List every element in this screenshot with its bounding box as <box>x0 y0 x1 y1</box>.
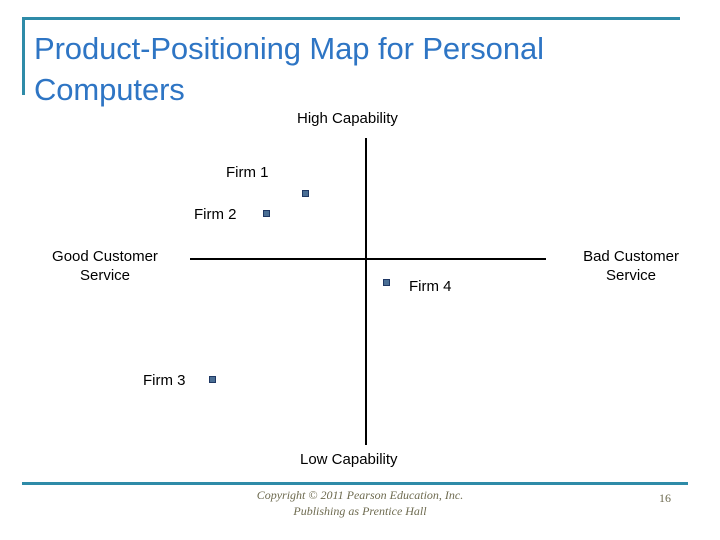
data-point-marker-firm-2 <box>263 210 270 217</box>
data-point-marker-firm-3 <box>209 376 216 383</box>
axis-label-high-capability: High Capability <box>297 110 398 127</box>
footer-page-number: 16 <box>659 491 671 505</box>
axis-label-low-capability: Low Capability <box>300 451 398 468</box>
axis-label-good-customer-service: Good Customer Service <box>22 248 188 286</box>
data-point-marker-firm-1 <box>302 190 309 197</box>
positioning-map-chart: High Capability Low Capability Good Cust… <box>22 110 713 468</box>
axis-label-bad-line2: Service <box>605 266 657 284</box>
data-point-label-firm-2: Firm 2 <box>194 206 237 223</box>
axis-label-bad-line1: Bad Customer <box>583 248 679 265</box>
data-point-marker-firm-4 <box>383 279 390 286</box>
title-left-rule <box>22 17 25 95</box>
title-top-rule <box>22 17 680 20</box>
data-point-label-firm-1: Firm 1 <box>226 164 269 181</box>
axis-label-bad-customer-service: Bad Customer Service <box>549 248 713 286</box>
horizontal-axis-line <box>190 258 546 260</box>
data-point-label-firm-4: Firm 4 <box>409 278 452 295</box>
footer-copyright-line1: Copyright © 2011 Pearson Education, Inc. <box>256 488 464 502</box>
axis-label-good-line2: Service <box>79 266 131 284</box>
footer-copyright: Copyright © 2011 Pearson Education, Inc.… <box>150 487 570 519</box>
page-title: Product-Positioning Map for Personal Com… <box>34 31 544 108</box>
axis-label-good-line1: Good Customer <box>52 248 158 265</box>
footer-copyright-line2: Publishing as Prentice Hall <box>293 504 427 519</box>
data-point-label-firm-3: Firm 3 <box>143 372 186 389</box>
vertical-axis-line <box>365 138 367 445</box>
footer-rule <box>22 482 688 485</box>
